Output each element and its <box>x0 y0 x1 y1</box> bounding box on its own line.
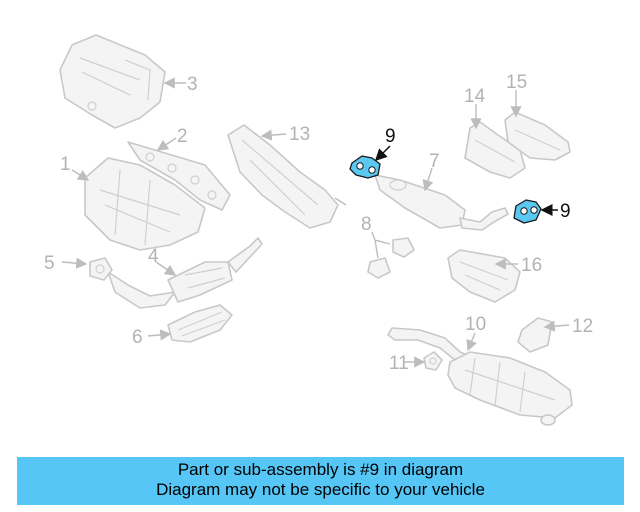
part-15-heat-shield <box>504 111 571 161</box>
part-14-heat-shield <box>464 121 526 179</box>
part-9-rubber-hanger-right[interactable] <box>513 199 542 224</box>
part-13-heat-shield <box>227 124 347 229</box>
part-11-clamp <box>423 351 443 371</box>
part-16-heat-shield <box>447 249 521 303</box>
banner-line-disclaimer: Diagram may not be specific to your vehi… <box>156 480 485 499</box>
callout-16: 16 <box>521 255 542 276</box>
callout-13: 13 <box>289 124 310 145</box>
callout-14: 14 <box>464 86 486 107</box>
part-3-heat-shield <box>59 34 166 129</box>
part-12-bracket <box>517 317 553 353</box>
banner-line-part-info: Part or sub-assembly is #9 in diagram <box>177 460 464 479</box>
part-9-rubber-hanger-left[interactable] <box>349 155 381 179</box>
leader-lines <box>61 77 570 368</box>
callout-8: 8 <box>361 214 372 235</box>
callout-1: 1 <box>60 154 71 175</box>
callout-9-left[interactable]: 9 <box>385 126 396 147</box>
callout-7: 7 <box>429 151 440 172</box>
part-2-manifold-gasket <box>127 141 231 211</box>
leader-lines-highlight <box>374 145 558 216</box>
callout-11: 11 <box>389 353 409 374</box>
callout-3: 3 <box>187 74 198 95</box>
callout-12: 12 <box>572 316 593 337</box>
callout-2: 2 <box>177 126 188 147</box>
callout-9-right[interactable]: 9 <box>560 201 571 222</box>
part-8-hanger <box>367 231 415 279</box>
callout-6: 6 <box>132 327 143 348</box>
exhaust-parts-diagram: 1 2 3 4 5 6 7 8 9 9 10 11 12 13 14 15 16 <box>44 34 593 426</box>
part-7-middle-pipe <box>374 174 509 231</box>
part-6-heat-shield <box>167 304 233 343</box>
callout-4: 4 <box>148 246 159 267</box>
part-4-catalytic-converter <box>107 237 263 309</box>
callout-15: 15 <box>506 72 527 93</box>
part-1-exhaust-manifold <box>84 157 206 251</box>
part-10-muffler <box>387 327 573 426</box>
part-5-gasket <box>89 257 113 281</box>
info-banner: Part or sub-assembly is #9 in diagram Di… <box>17 457 624 505</box>
callout-10: 10 <box>465 314 486 335</box>
callout-5: 5 <box>44 253 55 274</box>
